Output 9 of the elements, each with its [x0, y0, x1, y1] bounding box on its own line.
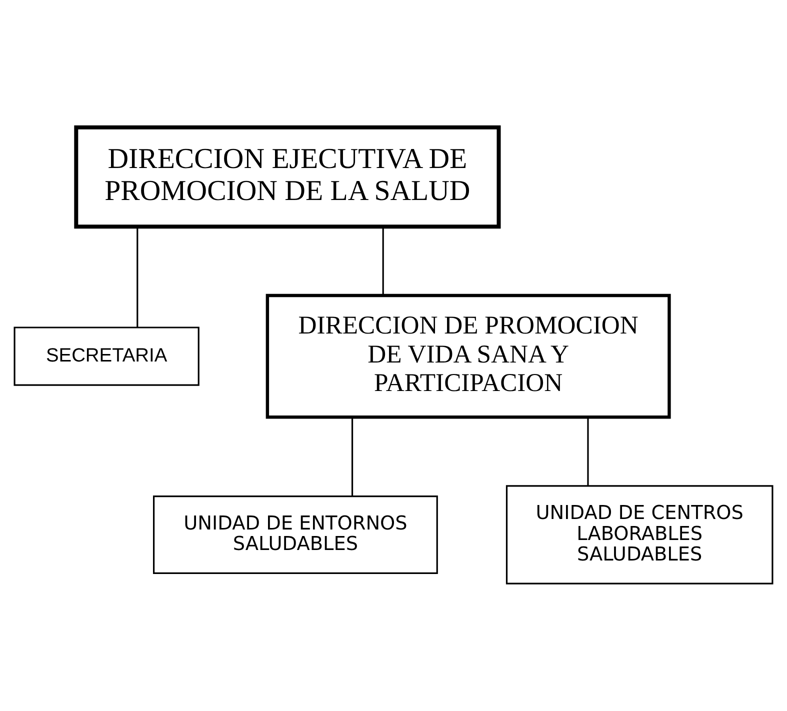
connector: [382, 226, 384, 296]
node-box: DIRECCION DE PROMOCION DE VIDA SANA Y PARTICIPACION: [266, 294, 671, 419]
node-box: UNIDAD DE CENTROS LABORABLES SALUDABLES: [506, 485, 774, 584]
connector: [136, 226, 138, 328]
node-box: UNIDAD DE ENTORNOS SALUDABLES: [153, 496, 438, 574]
node-box: DIRECCION EJECUTIVA DE PROMOCION DE LA SALUD: [74, 125, 501, 229]
connector: [351, 417, 354, 496]
node-box: SECRETARIA: [14, 326, 200, 386]
connector: [587, 417, 589, 486]
